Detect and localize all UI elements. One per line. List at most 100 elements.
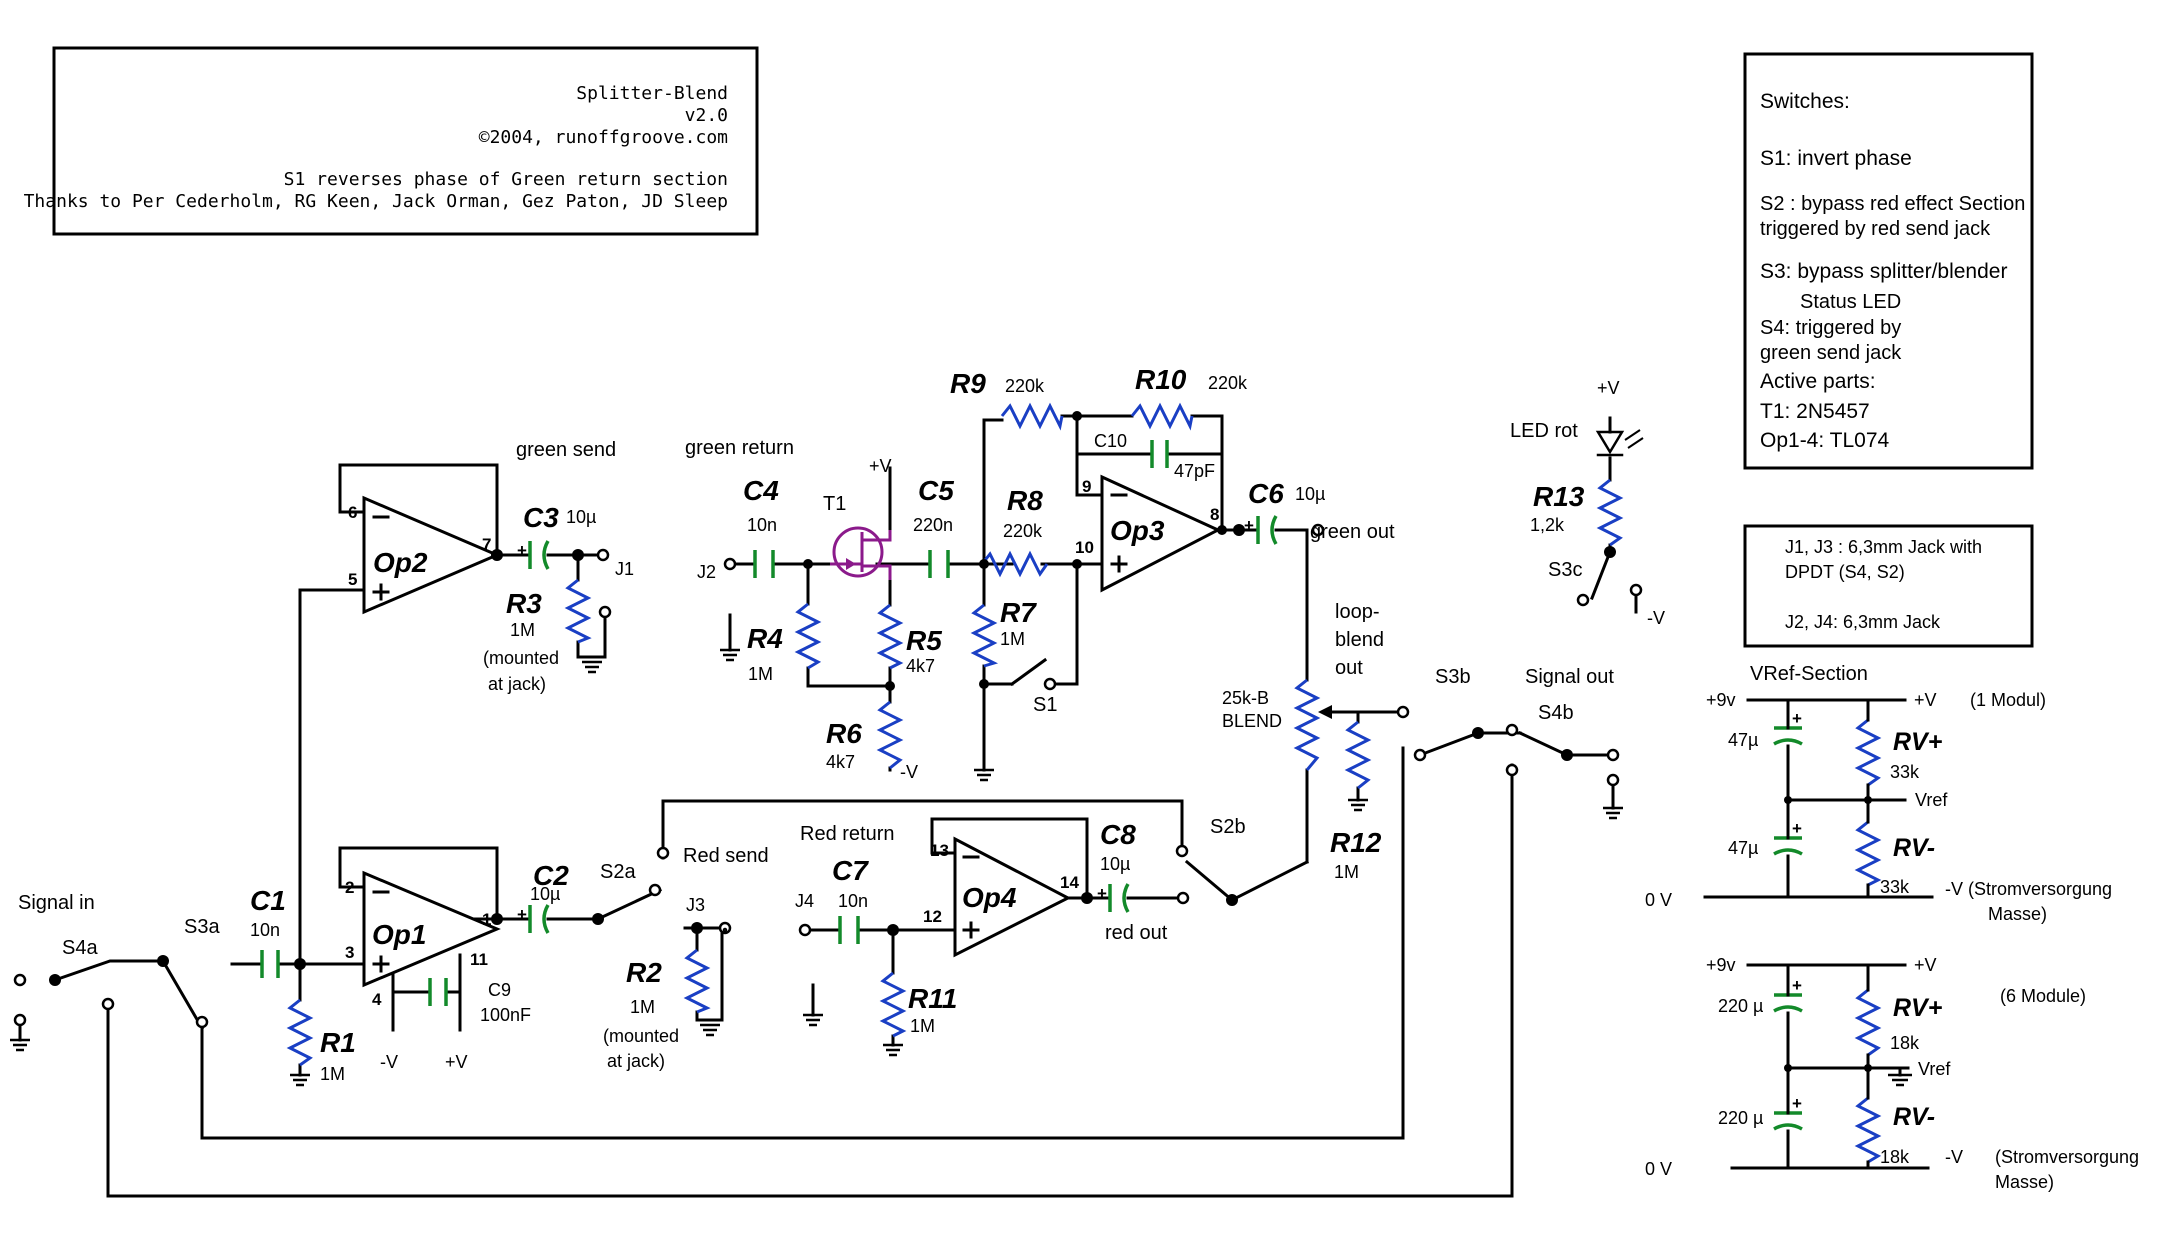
- resistors: [286, 402, 1882, 1164]
- svg-text:3: 3: [345, 943, 354, 962]
- val-r8: 220k: [1003, 521, 1043, 541]
- svg-text:+: +: [1097, 884, 1107, 903]
- ref-r8: R8: [1007, 485, 1043, 516]
- pot-wiper-arrow: [1318, 705, 1332, 719]
- capacitor-c3: [528, 540, 550, 570]
- svg-text:RV+: RV+: [1893, 728, 1943, 756]
- svg-text:+9v: +9v: [1706, 955, 1736, 975]
- switch-s2b: triggered by red send jack: [1760, 218, 1991, 240]
- jack-line-2: DPDT (S4, S2): [1785, 562, 1905, 582]
- svg-text:+: +: [1244, 516, 1254, 535]
- switch-box: [1743, 52, 2034, 470]
- svg-text:S2b: S2b: [1210, 816, 1246, 838]
- label-mounted-2: (mounted: [603, 1026, 679, 1046]
- ref-c1: C1: [250, 885, 286, 916]
- ref-r6: R6: [826, 718, 862, 749]
- switch-s4b: green send jack: [1760, 342, 1902, 364]
- capacitor-vref-1a: [1773, 726, 1803, 746]
- ref-r1: R1: [320, 1027, 356, 1058]
- label-minus-v-r6: -V: [900, 762, 918, 782]
- ref-r7: R7: [1000, 597, 1037, 628]
- svg-text:18k: 18k: [1890, 1033, 1920, 1053]
- capacitor-c2: [528, 904, 550, 934]
- ref-op3: Op3: [1110, 515, 1165, 546]
- svg-text:+: +: [1792, 976, 1802, 995]
- svg-text:7: 7: [482, 535, 491, 554]
- svg-text:J2: J2: [697, 562, 716, 582]
- svg-text:1: 1: [482, 910, 491, 929]
- ref-r5: R5: [906, 625, 942, 656]
- svg-text:4: 4: [372, 990, 382, 1009]
- svg-text:47µ: 47µ: [1728, 838, 1758, 858]
- svg-text:33k: 33k: [1880, 877, 1910, 897]
- label-blend: blend: [1335, 629, 1384, 651]
- svg-text:Vref: Vref: [1918, 1059, 1951, 1079]
- ref-c10: C10: [1094, 431, 1127, 451]
- resistor-r10: [1130, 402, 1194, 431]
- pin-numbers: 6 5 7 2 3 1 4 11 9 10 8 13 12 14: [345, 477, 1219, 1009]
- val-r5: 4k7: [906, 656, 935, 676]
- transistor-t1: [830, 526, 892, 580]
- val-r10: 220k: [1208, 373, 1248, 393]
- resistor-r5: [876, 603, 904, 670]
- resistor-r3: [564, 578, 592, 644]
- ref-t1: T1: [823, 493, 846, 515]
- val-r3: 1M: [510, 620, 535, 640]
- svg-text:RV+: RV+: [1893, 994, 1943, 1022]
- label-plus-v-op1: +V: [445, 1052, 468, 1072]
- svg-text:S2a: S2a: [600, 861, 636, 883]
- resistor-r13: [1596, 478, 1624, 547]
- capacitor-vref-6a: [1773, 993, 1803, 1013]
- svg-text:S3b: S3b: [1435, 666, 1471, 688]
- opamp-op2: [362, 495, 501, 615]
- svg-text:0 V: 0 V: [1645, 890, 1672, 910]
- label-minus-v-op1: -V: [380, 1052, 398, 1072]
- svg-text:47µ: 47µ: [1728, 730, 1758, 750]
- svg-text:S3c: S3c: [1548, 559, 1582, 581]
- ref-c6: C6: [1248, 478, 1284, 509]
- val-c5: 220n: [913, 515, 953, 535]
- resistor-r11: [879, 971, 907, 1038]
- note-text: S1 reverses phase of Green return sectio…: [284, 169, 728, 190]
- jack-box: [1743, 524, 2034, 648]
- svg-text:RV-: RV-: [1893, 1103, 1935, 1131]
- val-c10: 47pF: [1174, 461, 1215, 481]
- svg-text:Vref: Vref: [1915, 790, 1948, 810]
- label-green-return: green return: [685, 437, 794, 459]
- title-box: [52, 46, 759, 236]
- capacitor-c6: [1256, 515, 1278, 545]
- label-plus-v-t1: +V: [869, 456, 892, 476]
- ref-c3: C3: [523, 502, 559, 533]
- svg-text:(Stromversorgung: (Stromversorgung: [1995, 1147, 2139, 1167]
- thanks-text: Thanks to Per Cederholm, RG Keen, Jack O…: [24, 191, 728, 212]
- val-r7: 1M: [1000, 629, 1025, 649]
- label-at-jack-2: at jack): [607, 1051, 665, 1071]
- jack-line-1: J1, J3 : 6,3mm Jack with: [1785, 537, 1982, 557]
- label-red-return: Red return: [800, 823, 895, 845]
- val-c2: 10µ: [530, 884, 560, 904]
- label-mounted: (mounted: [483, 648, 559, 668]
- ref-r12: R12: [1330, 827, 1382, 858]
- switch-contacts: [13, 523, 1643, 1029]
- labels: green send green return green out Red se…: [18, 378, 1665, 1072]
- val-c8: 10µ: [1100, 854, 1130, 874]
- ref-c8: C8: [1100, 819, 1136, 850]
- ref-c4: C4: [743, 475, 779, 506]
- active-parts: Active parts:: [1760, 370, 1876, 393]
- ref-r4: R4: [747, 623, 783, 654]
- active-op: Op1-4: TL074: [1760, 429, 1890, 452]
- svg-text:+9v: +9v: [1706, 690, 1736, 710]
- title-text: Splitter-Blend: [576, 83, 728, 104]
- svg-text:14: 14: [1060, 873, 1079, 892]
- svg-text:9: 9: [1082, 477, 1091, 496]
- val-r9: 220k: [1005, 376, 1045, 396]
- resistor-rvm-6: [1854, 1096, 1882, 1164]
- svg-text:10: 10: [1075, 538, 1094, 557]
- ref-op2: Op2: [373, 547, 428, 578]
- switch-s3: S3: bypass splitter/blender: [1760, 260, 2007, 283]
- capacitor-c5: [928, 550, 950, 578]
- opamp-op3: [1100, 474, 1222, 593]
- pot-blend: [1293, 678, 1321, 771]
- svg-text:S1: S1: [1033, 694, 1057, 716]
- copyright-text: ©2004, runoffgroove.com: [479, 127, 728, 148]
